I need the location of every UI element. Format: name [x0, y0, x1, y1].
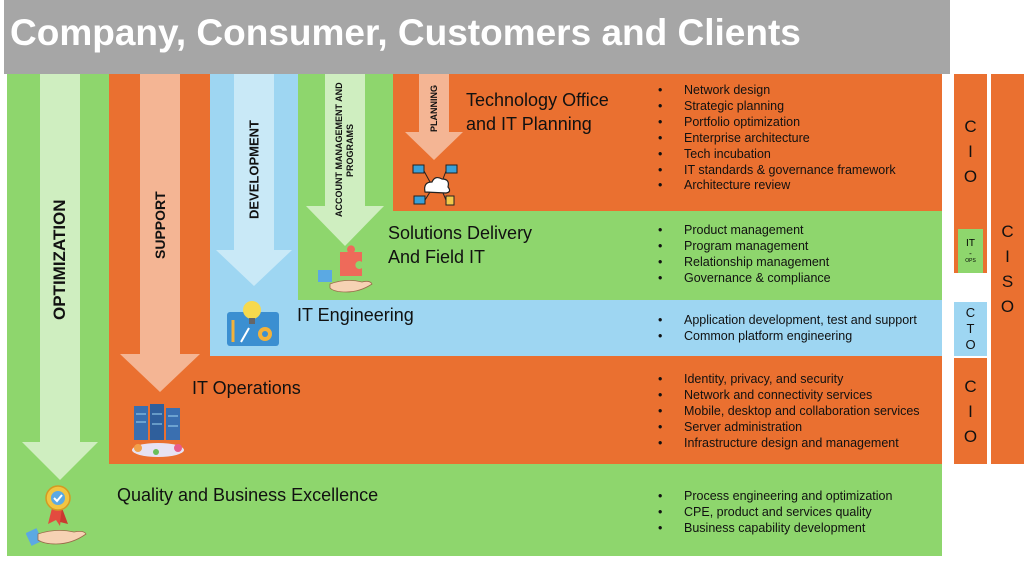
role-letter: T [966, 321, 975, 336]
it-ops-dash: - [969, 249, 972, 258]
engineering-idea-icon [227, 301, 279, 346]
role-letter: O [963, 426, 978, 446]
list-item: Program management [658, 239, 831, 255]
list-item: Common platform engineering [658, 329, 917, 345]
role-letter: S [1001, 272, 1014, 291]
tech-office-list: Network design Strategic planning Portfo… [658, 83, 896, 194]
role-letter: C [965, 305, 976, 320]
optimization-label: OPTIMIZATION [50, 199, 69, 321]
solutions-label-line1: Solutions Delivery [388, 223, 533, 243]
list-item: Relationship management [658, 255, 831, 271]
network-cloud-icon [412, 164, 458, 206]
list-item: Application development, test and suppor… [658, 313, 917, 329]
list-item: Mobile, desktop and collaboration servic… [658, 404, 920, 420]
quality-list: Process engineering and optimization CPE… [658, 489, 892, 537]
cto-box: C T O [954, 302, 987, 356]
tech-office-label: Technology Office and IT Planning [466, 88, 609, 136]
account-management-arrow [306, 74, 384, 246]
quality-label: Quality and Business Excellence [117, 485, 379, 505]
account-management-label: ACCOUNT MANAGEMENT AND PROGRAMS [334, 82, 355, 218]
list-item: Product management [658, 223, 831, 239]
tech-office-label-line1: Technology Office [466, 90, 609, 110]
engineering-list: Application development, test and suppor… [658, 313, 917, 345]
list-item: Infrastructure design and management [658, 436, 920, 452]
role-letter: O [1000, 297, 1015, 316]
engineering-label: IT Engineering [297, 305, 414, 325]
list-item: Network design [658, 83, 896, 99]
list-item: Strategic planning [658, 99, 896, 115]
tech-office-label-line2: and IT Planning [466, 114, 592, 134]
list-item: Tech incubation [658, 147, 896, 163]
list-item: CPE, product and services quality [658, 505, 892, 521]
optimization-arrow [22, 74, 98, 480]
operations-list: Identity, privacy, and security Network … [658, 372, 920, 452]
header-banner [4, 0, 950, 74]
it-ops-sub: OPS [965, 258, 976, 264]
list-item: IT standards & governance framework [658, 163, 896, 179]
operations-label: IT Operations [192, 378, 301, 398]
list-item: Identity, privacy, and security [658, 372, 920, 388]
list-item: Server administration [658, 420, 920, 436]
servers-icon [132, 404, 184, 457]
development-arrow [216, 74, 292, 286]
page-title: Company, Consumer, Customers and Clients [10, 12, 801, 53]
solutions-list: Product management Program management Re… [658, 223, 831, 287]
role-letter: O [963, 167, 978, 186]
role-letter: C [964, 376, 977, 396]
planning-arrow [405, 74, 463, 160]
role-letter: C [1001, 222, 1014, 241]
it-ops-frame: IT - OPS [954, 229, 987, 273]
list-item: Governance & compliance [658, 271, 831, 287]
list-item: Network and connectivity services [658, 388, 920, 404]
role-letter: O [965, 337, 976, 352]
list-item: Process engineering and optimization [658, 489, 892, 505]
cio-bottom-box: C I O [954, 358, 987, 464]
role-letter: C [964, 117, 977, 136]
it-ops-main: IT [966, 238, 975, 249]
ciso-box: C I S O [991, 74, 1024, 464]
support-label: SUPPORT [152, 191, 168, 259]
role-letter: I [1005, 247, 1010, 266]
list-item: Architecture review [658, 178, 896, 194]
list-item: Portfolio optimization [658, 115, 896, 131]
support-arrow [120, 74, 200, 392]
quality-award-icon [26, 485, 87, 546]
role-letter: I [968, 142, 973, 161]
list-item: Enterprise architecture [658, 131, 896, 147]
planning-label: PLANNING [429, 85, 439, 133]
cio-top-box: C I O [954, 74, 987, 229]
puzzle-hand-icon [318, 245, 373, 293]
solutions-label: Solutions Delivery And Field IT [388, 221, 532, 269]
it-ops-box: IT - OPS [958, 229, 983, 273]
role-letter: I [968, 401, 973, 421]
solutions-label-line2: And Field IT [388, 247, 486, 267]
development-label: DEVELOPMENT [246, 120, 262, 220]
list-item: Business capability development [658, 521, 892, 537]
